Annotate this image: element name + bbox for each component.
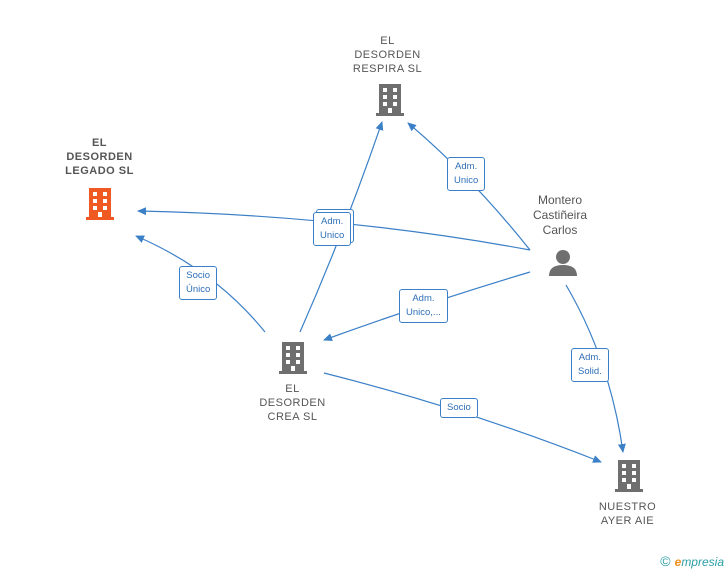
- node-label-respira[interactable]: EL DESORDEN RESPIRA SL: [352, 35, 423, 75]
- building-icon: [615, 460, 643, 492]
- building-icon: [376, 84, 404, 116]
- brand-name: mpresia: [681, 555, 724, 569]
- person-icon: [549, 250, 577, 276]
- edge-label-crea-nuestro[interactable]: Socio: [440, 398, 478, 418]
- node-label-legado[interactable]: EL DESORDEN LEGADO SL: [65, 137, 134, 177]
- copyright-icon: ©: [660, 553, 671, 569]
- edge-label-person-crea[interactable]: Adm. Unico,...: [399, 289, 448, 323]
- building-icon-main: [86, 188, 114, 220]
- edge-label-person-respira[interactable]: Adm. Unico: [447, 157, 486, 191]
- brand-footer[interactable]: ©empresia: [660, 553, 724, 569]
- edge-label-center[interactable]: Adm. Unico: [313, 212, 352, 246]
- node-label-nuestro[interactable]: NUESTRO AYER AIE: [598, 501, 657, 527]
- node-label-crea[interactable]: EL DESORDEN CREA SL: [259, 383, 326, 423]
- brand-initial: e: [674, 555, 682, 569]
- edge-label-person-nuestro[interactable]: Adm. Solid.: [571, 348, 609, 382]
- building-icon: [279, 342, 307, 374]
- node-label-person[interactable]: Montero Castiñeira Carlos: [532, 193, 588, 237]
- edge-label-crea-legado[interactable]: Socio Único: [179, 266, 218, 300]
